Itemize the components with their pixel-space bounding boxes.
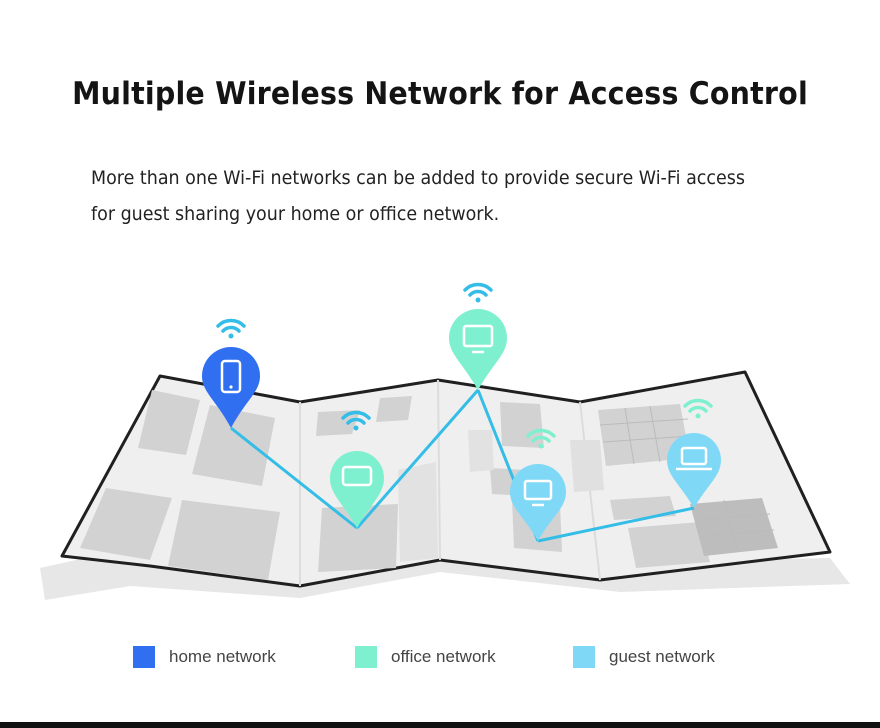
map-grid-details: [599, 405, 775, 553]
link-home-to-office-tablet: [230, 426, 358, 530]
legend-swatch-home: [133, 646, 155, 668]
description-line-2: for guest sharing your home or office ne…: [91, 203, 500, 225]
description: More than one Wi-Fi networks can be adde…: [91, 160, 772, 232]
page-title: Multiple Wireless Network for Access Con…: [72, 76, 808, 112]
wifi-icon: [216, 318, 246, 339]
wifi-icon: [463, 282, 493, 303]
map-fold-2: [437, 379, 441, 561]
network-map-diagram: [40, 282, 850, 600]
pin-guest-laptop: [667, 433, 721, 508]
map-fold-3: [579, 401, 601, 581]
wifi-icon: [683, 398, 713, 419]
pin-office-tablet: [330, 451, 384, 528]
legend-swatch-guest: [573, 646, 595, 668]
monitor-icon: [462, 324, 494, 354]
legend-label-office: office network: [391, 647, 496, 666]
wifi-icon: [526, 428, 556, 449]
link-guest-monitor-to-guest-laptop: [537, 506, 695, 543]
legend-label-home: home network: [169, 647, 276, 666]
legend-item-guest: guest network: [573, 646, 715, 668]
wifi-icon: [341, 410, 371, 431]
pin-office-monitor: [449, 309, 507, 390]
legend-item-home: home network: [133, 646, 276, 668]
monitor-icon: [523, 479, 553, 507]
legend-item-office: office network: [355, 646, 496, 668]
tablet-icon: [341, 465, 373, 487]
legend-label-guest: guest network: [609, 647, 715, 666]
laptop-icon: [676, 446, 712, 471]
bottom-bar: [0, 722, 880, 728]
legend-swatch-office: [355, 646, 377, 668]
link-office-tablet-to-office-monitor: [355, 389, 480, 529]
legend: home network office network guest networ…: [0, 646, 880, 676]
pin-guest-monitor: [510, 464, 566, 541]
phone-icon: [220, 359, 242, 394]
pin-home-phone: [202, 347, 260, 428]
description-line-1: More than one Wi-Fi networks can be adde…: [91, 167, 745, 189]
